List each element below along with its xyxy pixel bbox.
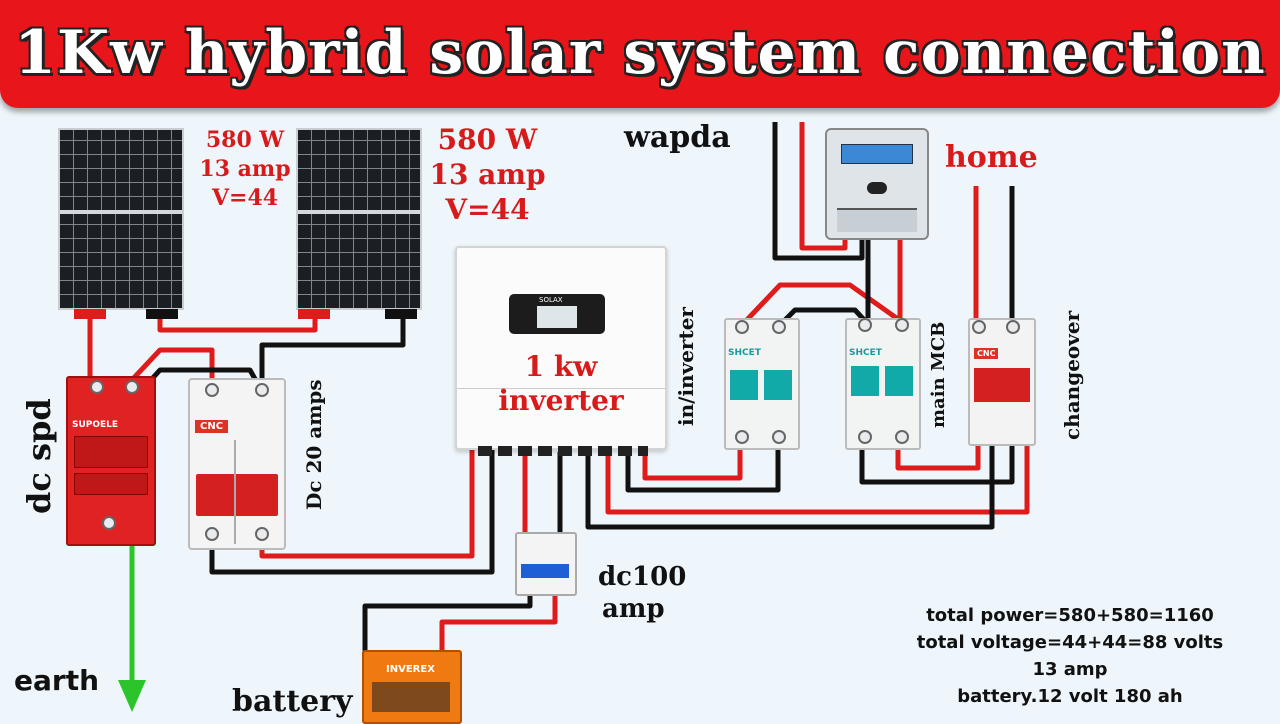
breaker-to-inverter-negative-wire bbox=[209, 450, 495, 575]
dc-spd-device: SUPOELE bbox=[66, 376, 156, 546]
breaker-switch bbox=[196, 474, 278, 516]
inverter-to-inmcb-red-wire bbox=[642, 440, 743, 481]
inverter-to-changeover-red-wire bbox=[605, 435, 1030, 515]
mcb-brand-1: SHCET bbox=[728, 348, 761, 358]
battery-brand: INVEREX bbox=[386, 664, 435, 675]
main-mcb: SHCET bbox=[845, 318, 921, 450]
dc-breaker-top-right-terminal bbox=[255, 383, 269, 397]
panel2-negative-terminal bbox=[385, 309, 417, 319]
in-inverter-label: in/inverter bbox=[674, 307, 698, 426]
dc-breaker-bottom-left-terminal bbox=[205, 527, 219, 541]
dc100-breaker bbox=[515, 532, 577, 596]
inverter-display: SOLAX bbox=[509, 294, 605, 334]
panel1-specs: 580 W 13 amp V=44 bbox=[190, 126, 300, 213]
solar-panel-2 bbox=[296, 128, 422, 310]
panel1-current: 13 amp bbox=[199, 156, 291, 182]
spd-negative-terminal bbox=[125, 380, 139, 394]
panel2-voltage: V=44 bbox=[445, 193, 530, 226]
mcb-brand-2: SHCET bbox=[849, 348, 882, 358]
dc-spd-label: dc spd bbox=[20, 398, 58, 514]
inmcb-to-mainmcb-black-wire bbox=[778, 307, 868, 327]
inverter-terminal-strip bbox=[478, 446, 648, 456]
breaker-brand-cnc: CNC bbox=[195, 420, 229, 433]
panel1-positive-terminal bbox=[74, 309, 106, 319]
mainmcb-to-changeover-black-wire bbox=[859, 435, 1015, 485]
breaker-to-inverter-positive-wire bbox=[259, 450, 475, 559]
inverter-label-line2: inverter bbox=[498, 384, 624, 417]
changeover-switch: CNC bbox=[968, 318, 1036, 446]
title-banner: 1Kw hybrid solar system connection bbox=[0, 0, 1280, 108]
panel2-power: 580 W bbox=[437, 123, 538, 156]
panel1-power: 580 W bbox=[205, 127, 285, 153]
spd-earth-terminal bbox=[102, 516, 116, 530]
solar-panel-1 bbox=[58, 128, 184, 310]
main-mcb-label: main MCB bbox=[928, 321, 949, 428]
dc-breaker-bottom-right-terminal bbox=[255, 527, 269, 541]
summary-line: total power=580+580=1160 bbox=[926, 605, 1214, 626]
panel1-negative-terminal bbox=[146, 309, 178, 319]
panel-series-link-wire bbox=[157, 318, 318, 333]
battery-device: INVEREX bbox=[362, 650, 462, 724]
panel2-current: 13 amp bbox=[429, 158, 546, 191]
spd-brand: SUPOELE bbox=[72, 420, 119, 430]
changeover-label: changeover bbox=[1060, 310, 1084, 440]
wapda-label: wapda bbox=[624, 120, 731, 155]
inverter-brand: SOLAX bbox=[539, 296, 563, 304]
summary-box: total power=580+580=1160 total voltage=4… bbox=[880, 602, 1260, 710]
panel2-positive-terminal bbox=[298, 309, 330, 319]
wapda-red-wire bbox=[799, 122, 848, 251]
earth-label: earth bbox=[14, 664, 100, 697]
dc-20a-breaker: CNC bbox=[188, 378, 286, 550]
dc-20-amps-label: Dc 20 amps bbox=[302, 379, 326, 510]
inmcb-to-mainmcb-red-wire bbox=[740, 282, 904, 327]
energy-meter bbox=[825, 128, 929, 240]
summary-line: total voltage=44+44=88 volts bbox=[916, 632, 1224, 653]
panel2-specs: 580 W 13 amp V=44 bbox=[420, 122, 555, 227]
earth-arrow-icon bbox=[118, 680, 146, 712]
summary-line: battery.12 volt 180 ah bbox=[957, 686, 1183, 707]
spd-positive-terminal bbox=[90, 380, 104, 394]
mainmcb-to-changeover-red-wire bbox=[895, 435, 981, 471]
changeover-brand: CNC bbox=[974, 348, 999, 359]
dc100-to-battery-positive-wire bbox=[439, 590, 558, 652]
dc100-label-line1: dc100 bbox=[598, 562, 687, 592]
battery-label: battery bbox=[232, 684, 353, 719]
inverter-label-line1: 1 kw bbox=[524, 350, 598, 383]
home-label: home bbox=[945, 140, 1038, 175]
wapda-black-wire bbox=[772, 122, 865, 261]
in-inverter-mcb: SHCET bbox=[724, 318, 800, 450]
dc100-to-battery-negative-wire bbox=[362, 590, 533, 652]
panel2-negative-wire bbox=[259, 318, 406, 388]
panel1-voltage: V=44 bbox=[211, 185, 279, 211]
page-title: 1Kw hybrid solar system connection bbox=[14, 18, 1266, 88]
inverter-to-inmcb-black-wire bbox=[625, 440, 781, 493]
summary-line: 13 amp bbox=[1032, 659, 1108, 680]
dc-breaker-top-left-terminal bbox=[205, 383, 219, 397]
inverter-device: SOLAX 1 kw inverter bbox=[455, 246, 667, 450]
dc100-label-line2: amp bbox=[602, 594, 665, 624]
